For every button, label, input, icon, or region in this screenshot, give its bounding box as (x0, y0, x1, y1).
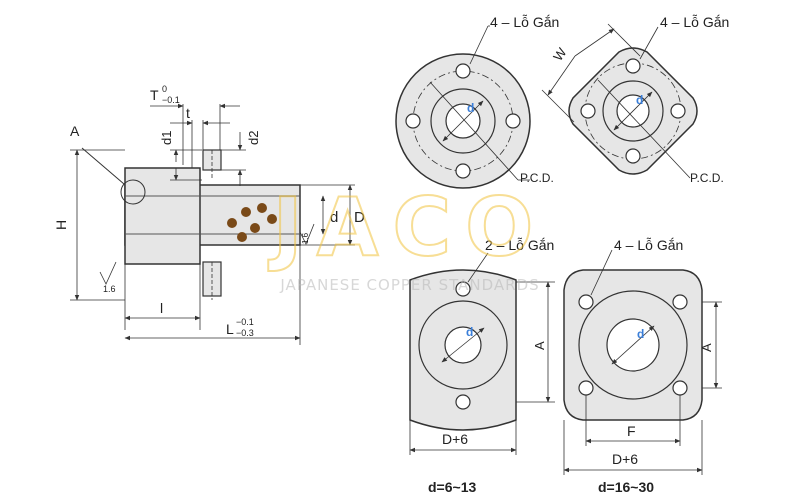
label-d: d (330, 209, 338, 226)
round-flange-view: d 4 – Lỗ Gắn P.C.D. (395, 14, 559, 189)
watermark: JACO JAPANESE COPPER STANDARDS (267, 180, 547, 294)
large-rect-width-label: D+6 (612, 451, 638, 467)
watermark-tagline: JAPANESE COPPER STANDARDS (279, 276, 539, 294)
large-rect-range: d=16~30 (598, 479, 654, 495)
label-T-lower: −0.1 (162, 95, 180, 105)
label-L: L (226, 321, 234, 337)
label-T-upper: 0 (162, 84, 167, 94)
label-l: l (160, 300, 163, 316)
square-bore-label: d (636, 93, 643, 107)
square-flange-view: d 4 – Lỗ Gắn P.C.D. W (541, 14, 729, 185)
large-rect-bore-label: d (637, 327, 644, 341)
round-hole-label: 4 – Lỗ Gắn (490, 14, 559, 30)
small-rect-hole-label: 2 – Lỗ Gắn (485, 237, 554, 253)
label-t: t (186, 105, 190, 121)
label-A: A (70, 123, 80, 139)
label-d2: d2 (246, 131, 261, 145)
square-mount-holes (580, 58, 686, 164)
large-rect-hole-label: 4 – Lỗ Gắn (614, 237, 683, 253)
label-L-upper: −0.1 (236, 317, 254, 327)
large-rect-height-label: A (699, 343, 714, 352)
bolt-head-bottom (202, 261, 222, 297)
graphite-plugs (227, 203, 277, 242)
round-mount-holes (405, 63, 521, 179)
large-rect-flange-view: d 4 – Lỗ Gắn A F D+6 d=16~30 (563, 237, 722, 495)
square-width-label: W (550, 44, 570, 63)
label-L-lower: −0.3 (236, 328, 254, 338)
large-rect-spacing-label: F (627, 423, 636, 439)
label-D: D (354, 209, 365, 226)
small-rect-mount-holes (455, 281, 471, 410)
label-T: T (150, 87, 159, 103)
small-rect-bore-label: d (466, 325, 473, 339)
small-rect-flange-view: d 2 – Lỗ Gắn A D+6 d=6~13 (409, 237, 555, 495)
large-rect-mount-holes (578, 294, 688, 396)
label-H: H (53, 220, 69, 230)
label-d1: d1 (159, 131, 174, 145)
detail-a-circle (120, 179, 146, 205)
square-pcd-label: P.C.D. (690, 171, 724, 185)
small-rect-width-label: D+6 (442, 431, 468, 447)
roughness-1: 1.6 (103, 284, 116, 294)
side-view: A T 0 −0.1 t d1 d2 H (53, 84, 365, 345)
round-bore-label: d (467, 101, 474, 115)
round-pcd-label: P.C.D. (520, 171, 554, 185)
square-hole-label: 4 – Lỗ Gắn (660, 14, 729, 30)
flange (124, 167, 201, 265)
small-rect-range: d=6~13 (428, 479, 476, 495)
roughness-2: 1.6 (301, 232, 310, 244)
watermark-brand: JACO (268, 181, 547, 274)
small-rect-height-label: A (532, 341, 547, 350)
